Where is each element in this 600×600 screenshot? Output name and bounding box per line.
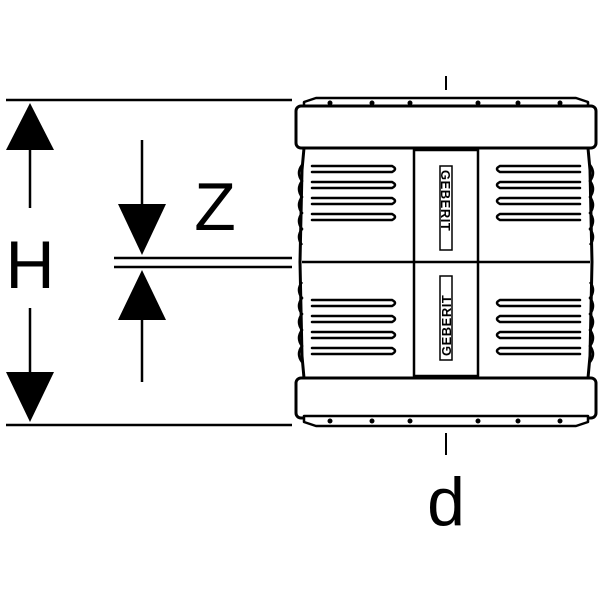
coupling-body <box>294 96 598 428</box>
rim-studs <box>327 100 563 424</box>
gap-dimension <box>114 140 292 382</box>
gap-arrow-down <box>118 204 166 255</box>
bottom-collar <box>294 376 598 420</box>
height-label: H <box>5 227 54 303</box>
side-ribs <box>297 164 595 363</box>
thread-lines-upper-right <box>495 164 582 222</box>
gap-arrow-up <box>118 270 166 320</box>
height-arrow-down <box>6 372 54 422</box>
top-collar <box>294 104 598 150</box>
brand-stamp-top: GEBERIT <box>438 165 453 251</box>
thread-lines-upper-left <box>310 164 397 222</box>
height-dimension <box>6 98 292 427</box>
brand-text-bottom: GEBERIT <box>439 295 454 356</box>
height-arrow-up <box>6 103 54 150</box>
diameter-label: d <box>427 464 465 540</box>
gap-label: Z <box>194 169 236 245</box>
bottom-rim <box>302 414 590 428</box>
brand-stamp-bottom: GEBERIT <box>439 275 454 361</box>
brand-text-top: GEBERIT <box>438 170 453 231</box>
thread-lines-lower-right <box>495 298 582 356</box>
thread-lines-lower-left <box>310 298 397 356</box>
